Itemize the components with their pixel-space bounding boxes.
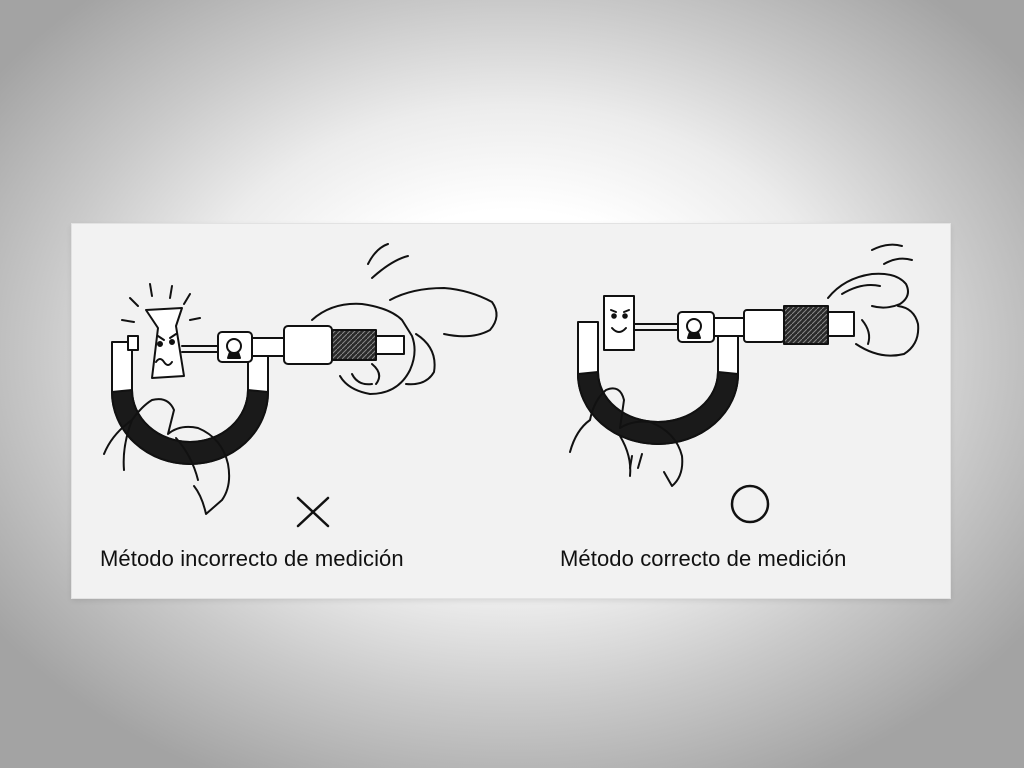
cross-mark [296,496,330,528]
circle-mark [730,484,770,524]
incorrect-method-drawing [103,243,498,515]
correct-method-drawing [569,243,920,487]
micrometer-illustration [103,243,920,528]
illustration-panel: Método incorrecto de medición Método cor… [72,224,950,598]
correct-method-caption: Método correcto de medición [560,546,847,571]
incorrect-method-caption: Método incorrecto de medición [100,546,404,571]
